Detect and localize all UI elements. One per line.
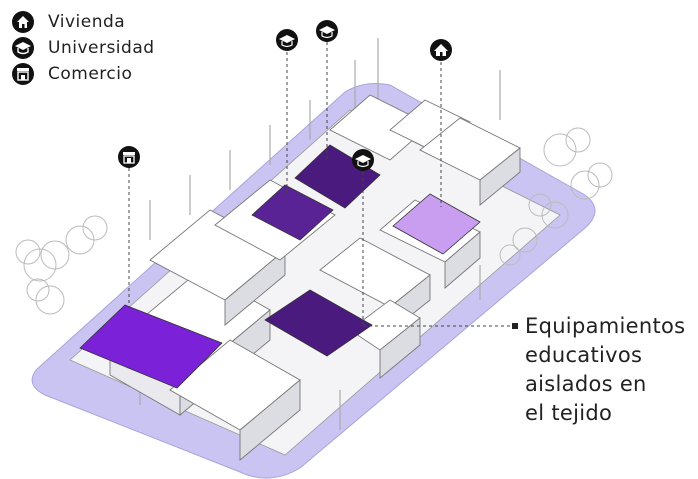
education-roof-north-2 [251,184,334,241]
leader-lines [128,42,512,327]
legend: Vivienda Universidad Comercio [12,10,155,88]
callout-line: aislados en [525,372,647,396]
education-roof-central [264,289,373,357]
callout-line: educativos [525,343,643,367]
house-icon [430,39,452,61]
callout-marker [512,323,518,329]
graduation-cap-icon [316,20,338,42]
legend-label: Universidad [48,38,155,58]
legend-item-comercio: Comercio [12,62,155,86]
housing-roof [392,193,481,255]
graduation-cap-icon [276,29,298,51]
callout-line: el tejido [525,401,613,425]
street-poles [139,38,501,430]
legend-item-vivienda: Vivienda [12,10,155,34]
house-icon [12,11,34,33]
graduation-cap-icon [12,37,34,59]
legend-label: Vivienda [48,12,126,32]
legend-item-universidad: Universidad [12,36,155,60]
callout-text: Equipamientos educativos aislados en el … [525,312,685,428]
legend-label: Comercio [48,64,133,84]
education-roof-north [294,144,381,209]
storefront-icon [118,146,140,168]
storefront-icon [12,63,34,85]
trees [15,127,613,315]
callout-line: Equipamientos [525,314,686,338]
commerce-roof [79,304,223,389]
graduation-cap-icon [352,149,374,171]
